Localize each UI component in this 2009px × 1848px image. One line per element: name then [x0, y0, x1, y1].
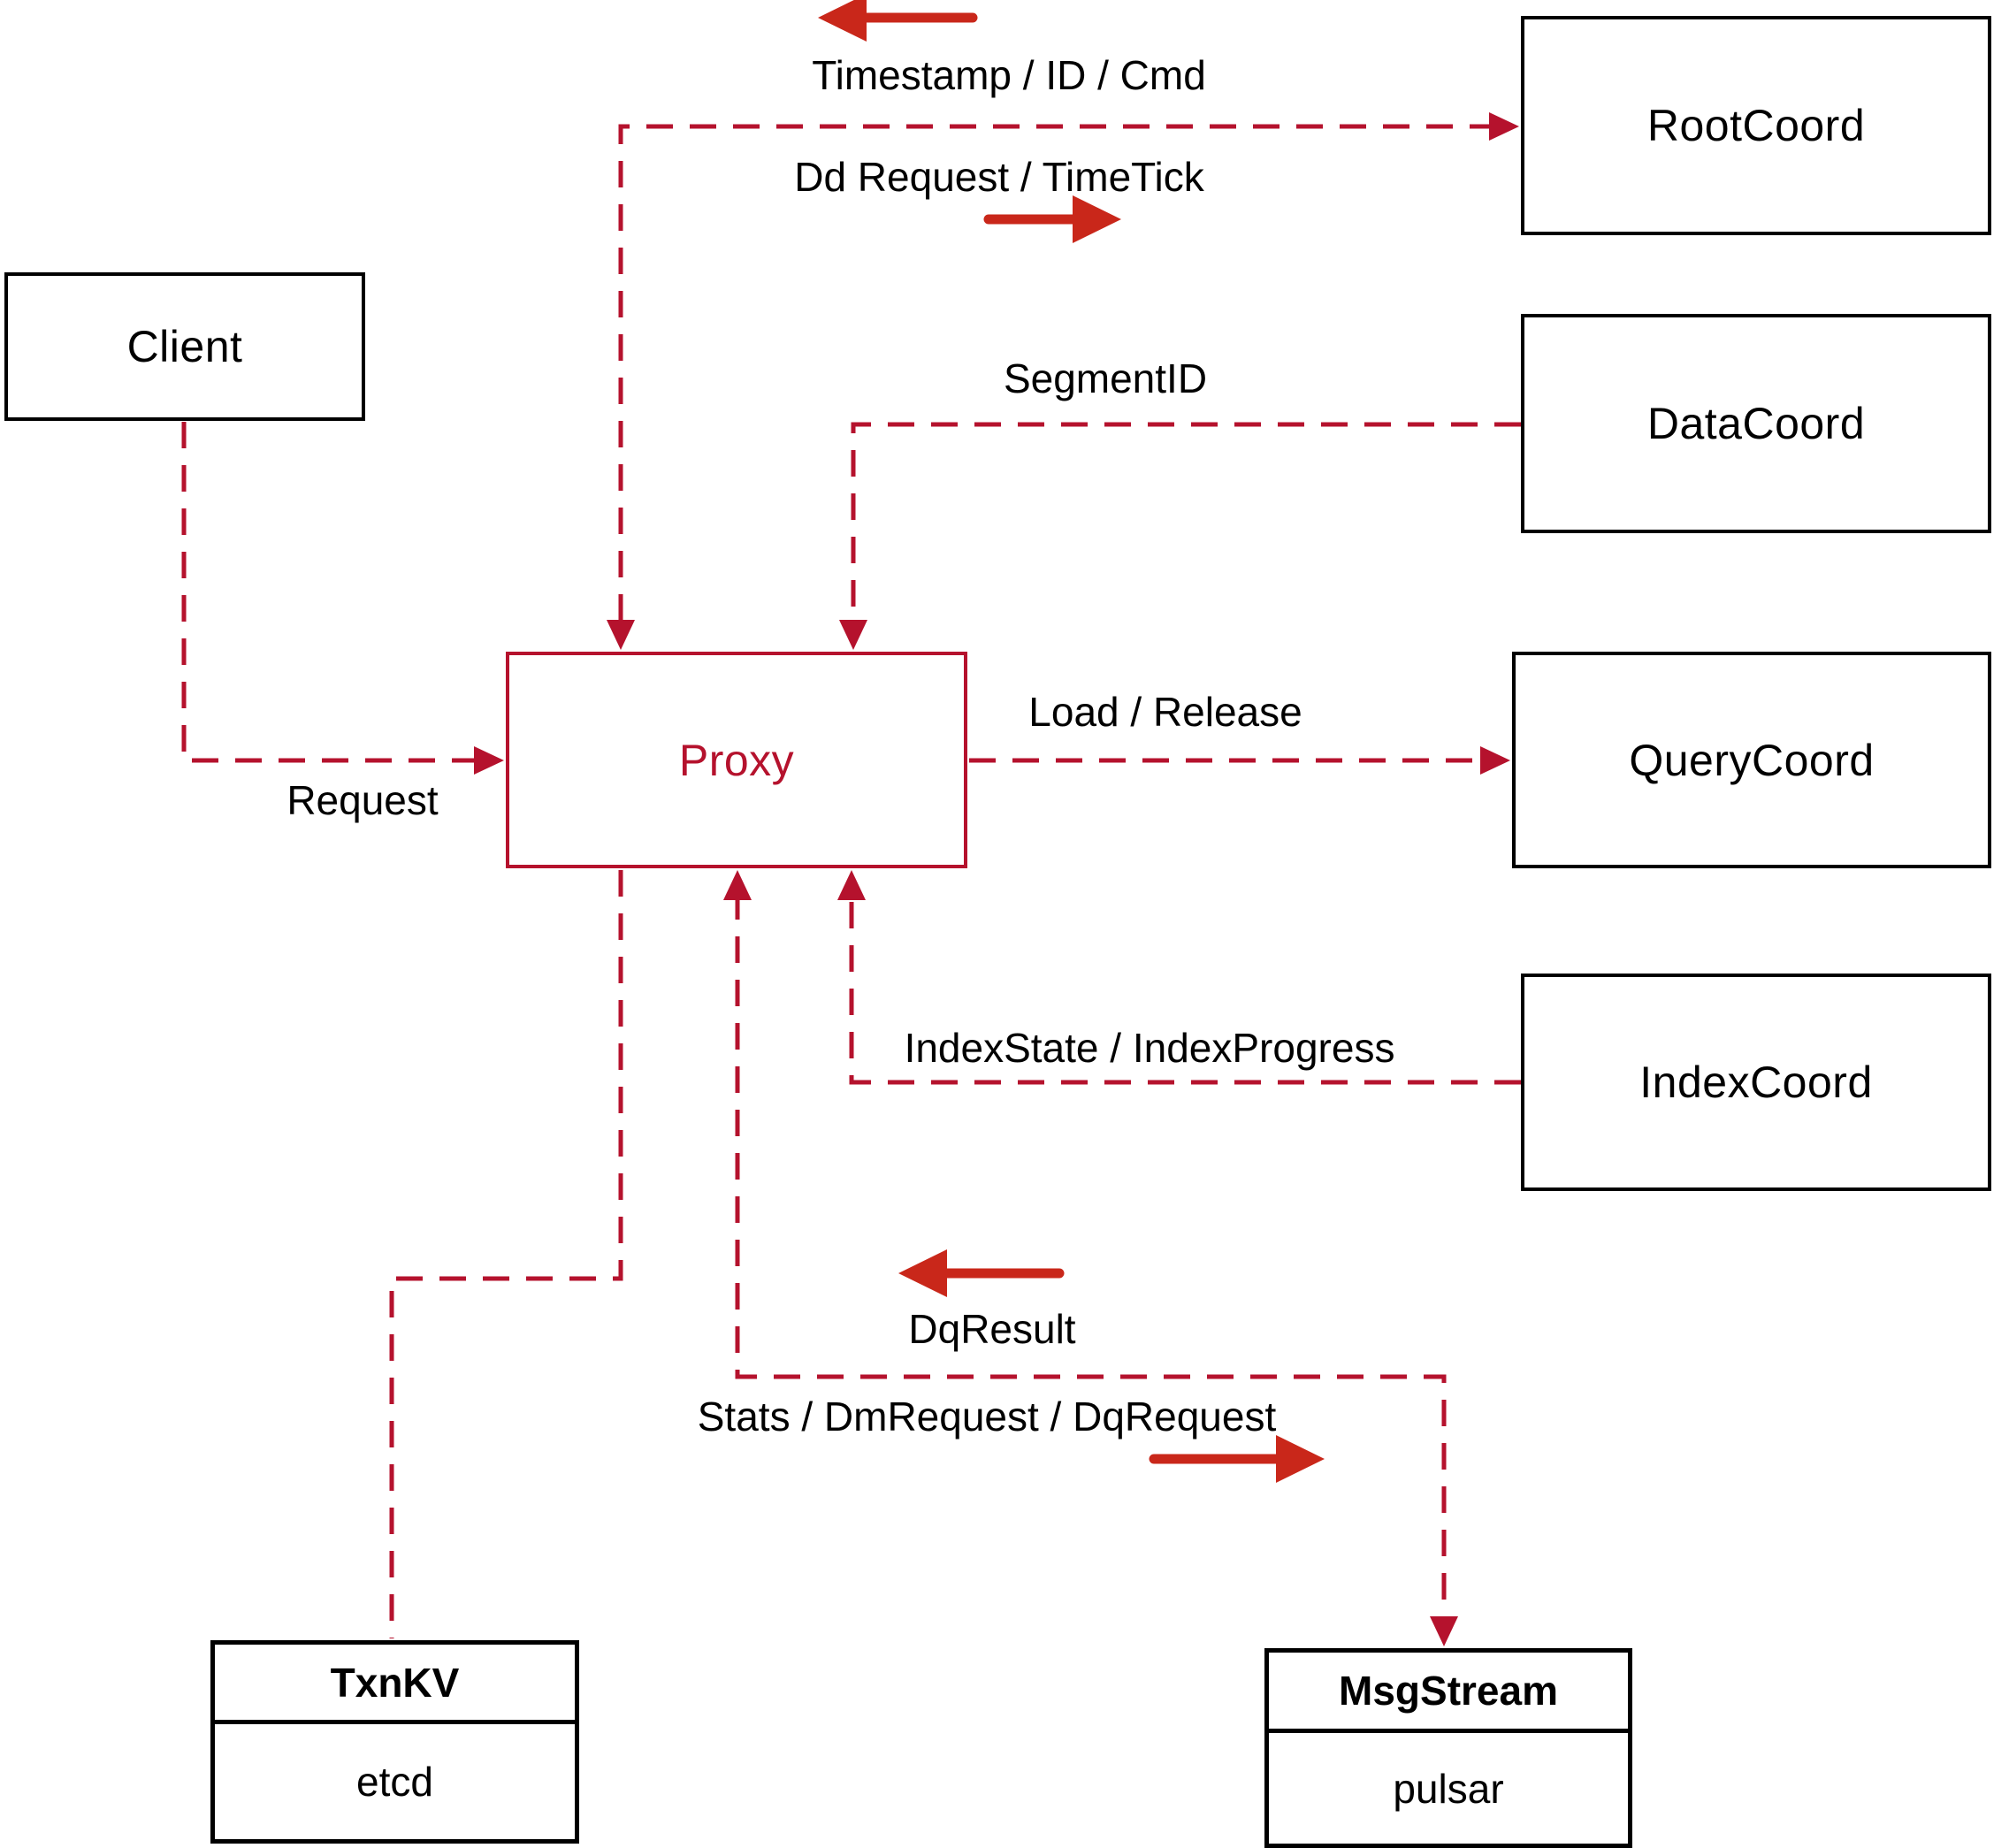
index-coord-box: IndexCoord — [1521, 974, 1991, 1191]
edge-label-segment-id: SegmentID — [1003, 355, 1208, 401]
edge-client-proxy — [181, 422, 481, 763]
edge-label-stats-dmrequest-dqrequest: Stats / DmRequest / DqRequest — [697, 1394, 1277, 1439]
edge-proxy-rootcoord-arrowhead-right-icon — [1489, 112, 1519, 141]
msg-stream-body-label: pulsar — [1393, 1765, 1504, 1812]
stats-direction-right-arrow-icon — [1276, 1435, 1325, 1483]
edge-indexcoord-proxy-arrowhead-up-icon — [837, 870, 866, 900]
client-label: Client — [126, 322, 243, 371]
edge-label-timestamp-id-cmd: Timestamp / ID / Cmd — [812, 52, 1206, 98]
msg-stream-title: MsgStream — [1269, 1653, 1628, 1733]
edge-proxy-msgstream-arrowhead-up-icon — [723, 870, 752, 900]
data-coord-box: DataCoord — [1521, 314, 1991, 533]
index-coord-label: IndexCoord — [1639, 1058, 1873, 1107]
timestamp-direction-left-arrow-icon — [818, 0, 867, 42]
proxy-box: Proxy — [506, 652, 967, 868]
edge-label-load-release: Load / Release — [1028, 689, 1302, 735]
query-coord-box: QueryCoord — [1512, 652, 1991, 868]
query-coord-label: QueryCoord — [1629, 735, 1875, 785]
txn-kv-body-label: etcd — [356, 1759, 433, 1805]
edge-label-indexstate-indexprogress: IndexState / IndexProgress — [904, 1025, 1395, 1071]
data-coord-label: DataCoord — [1646, 399, 1866, 448]
client-box: Client — [4, 272, 365, 421]
txn-kv-box: TxnKV etcd — [210, 1640, 579, 1844]
edge-datacoord-proxy-arrowhead-down-icon — [839, 620, 867, 650]
proxy-label: Proxy — [678, 735, 795, 785]
edge-proxy-txnkv — [389, 870, 623, 1638]
edge-label-dq-result: DqResult — [908, 1306, 1076, 1352]
edge-client-proxy-arrowhead-right-icon — [474, 746, 504, 775]
edge-indexcoord-proxy — [849, 893, 1521, 1085]
edge-proxy-rootcoord-arrowhead-down-icon — [607, 620, 635, 650]
txn-kv-title: TxnKV — [215, 1645, 575, 1724]
edge-datacoord-proxy — [851, 422, 1521, 627]
root-coord-box: RootCoord — [1521, 16, 1991, 235]
dqresult-direction-left-arrow-icon — [898, 1249, 947, 1297]
root-coord-label: RootCoord — [1646, 101, 1866, 150]
edge-proxy-querycoord-arrowhead-right-icon — [1480, 746, 1510, 775]
edge-label-dd-request-timetick: Dd Request / TimeTick — [794, 154, 1204, 200]
edge-proxy-msgstream-arrowhead-down-icon — [1430, 1616, 1458, 1646]
edge-proxy-msgstream — [735, 893, 1447, 1623]
ddrequest-direction-right-arrow-icon — [1073, 195, 1121, 243]
msg-stream-box: MsgStream pulsar — [1264, 1648, 1632, 1848]
edge-label-request: Request — [286, 777, 439, 823]
edge-proxy-rootcoord — [618, 124, 1496, 627]
